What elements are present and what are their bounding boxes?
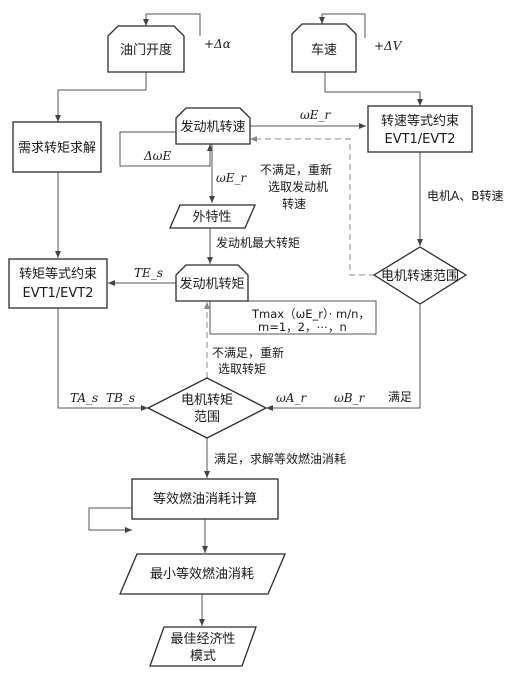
motor-torque-range-line2: 范围: [194, 410, 220, 425]
node-engine-speed: 发动机转速: [175, 107, 251, 145]
label-omega-b-r: ωB_r: [334, 391, 366, 405]
label-not-satisfied-torque-1: 不满足，重新: [212, 345, 284, 360]
min-equiv-fuel-shape: [119, 553, 286, 595]
motor-torque-range-shape: [146, 377, 268, 439]
engine-speed-label: 发动机转速: [180, 119, 245, 135]
node-demand-torque: 需求转矩求解: [12, 121, 102, 173]
node-speed-constraint: 转速等式约束 EVT1/EVT2: [367, 105, 473, 153]
engine-speed-feedback-loop: [119, 131, 213, 167]
torque-constraint-line1: 转矩等式约束: [19, 266, 97, 282]
edge-throttle-to-demand: [55, 72, 147, 122]
throttle-label: 油门开度: [120, 42, 172, 58]
edge-torque-constraint-to-range: [57, 308, 148, 411]
min-equiv-fuel-label: 最小等效燃油消耗: [150, 566, 254, 582]
edge-labels: +Δα +ΔV ωE_r ΔωE ωE_r 电机A、B转速 不满足，重新 选取发…: [70, 37, 503, 466]
node-torque-constraint: 转矩等式约束 EVT1/EVT2: [8, 258, 108, 309]
throttle-feedback-loop: [143, 13, 201, 36]
motor-torque-range-line1: 电机转矩: [181, 393, 233, 408]
speed-constraint-line1: 转速等式约束: [381, 113, 459, 129]
speed-feedback-loop: [319, 13, 366, 38]
equiv-fuel-calc-label: 等效燃油消耗计算: [153, 491, 257, 507]
speed-shape: [291, 23, 357, 73]
formula-bracket: [209, 300, 377, 335]
node-equiv-fuel-calc: 等效燃油消耗计算: [131, 478, 279, 520]
label-t-a-s: TA_s: [70, 391, 98, 405]
label-m-values: m=1，2，⋯，n: [258, 320, 347, 334]
best-economy-line2: 模式: [190, 649, 216, 664]
external-shape: [169, 204, 256, 229]
node-external-characteristic: 外特性: [169, 204, 256, 229]
label-motor-ab-speed: 电机A、B转速: [427, 188, 503, 203]
label-not-satisfied-speed-3: 转速: [282, 196, 306, 211]
label-not-satisfied-torque-2: 选取转矩: [218, 361, 266, 376]
engine-speed-shape: [175, 107, 251, 145]
edge-motor-speed-to-torque-range: [266, 304, 421, 411]
throttle-shape: [107, 25, 185, 73]
node-throttle: 油门开度: [107, 25, 185, 73]
edge-speed-to-constraint: [324, 72, 423, 106]
label-omega-e-r-top: ωE_r: [300, 108, 332, 122]
motor-speed-range-shape: [372, 246, 468, 305]
label-omega-e-r-down: ωE_r: [216, 171, 248, 185]
label-omega-a-r: ωA_r: [276, 391, 307, 405]
node-vehicle-speed: 车速: [291, 23, 357, 73]
demand-torque-shape: [12, 121, 102, 173]
best-economy-shape: [149, 626, 257, 667]
node-motor-speed-range: 电机转速范围: [372, 246, 468, 305]
label-delta-alpha: +Δα: [204, 37, 231, 51]
node-min-equiv-fuel: 最小等效燃油消耗: [119, 553, 286, 595]
demand-torque-label: 需求转矩求解: [18, 141, 96, 156]
best-economy-line1: 最佳经济性: [170, 632, 235, 647]
label-t-e-s: TE_s: [134, 266, 163, 280]
label-delta-omega-e: ΔωE: [143, 149, 171, 163]
label-t-b-s: TB_s: [106, 391, 135, 405]
equiv-fuel-calc-shape: [131, 478, 279, 520]
label-tmax-formula: Tmax（ωE_r）· m/n，: [251, 307, 370, 321]
node-engine-torque: 发动机转矩: [175, 264, 249, 302]
speed-constraint-line2: EVT1/EVT2: [384, 132, 455, 147]
torque-constraint-line2: EVT1/EVT2: [22, 286, 93, 301]
label-delta-v: +ΔV: [374, 39, 403, 53]
fuel-calc-feedback-loop: [88, 507, 132, 533]
engine-torque-shape: [175, 264, 249, 302]
torque-constraint-shape: [8, 258, 108, 309]
speed-label: 车速: [311, 42, 337, 58]
label-satisfied: 满足: [388, 390, 412, 404]
label-not-satisfied-speed-1: 不满足，重新: [260, 162, 332, 177]
node-best-economy-mode: 最佳经济性 模式: [149, 626, 257, 667]
label-engine-max-torque: 发动机最大转矩: [216, 235, 300, 250]
node-motor-torque-range: 电机转矩 范围: [146, 377, 268, 439]
speed-constraint-shape: [367, 105, 473, 153]
motor-speed-range-label: 电机转速范围: [381, 269, 459, 284]
edge-speed-not-satisfied: [250, 136, 375, 276]
connectors: [55, 13, 423, 626]
label-satisfied-solve: 满足，求解等效燃油消耗: [214, 451, 346, 466]
external-label: 外特性: [192, 210, 231, 225]
engine-torque-label: 发动机转矩: [179, 276, 244, 292]
label-not-satisfied-speed-2: 选取发动机: [268, 179, 328, 194]
